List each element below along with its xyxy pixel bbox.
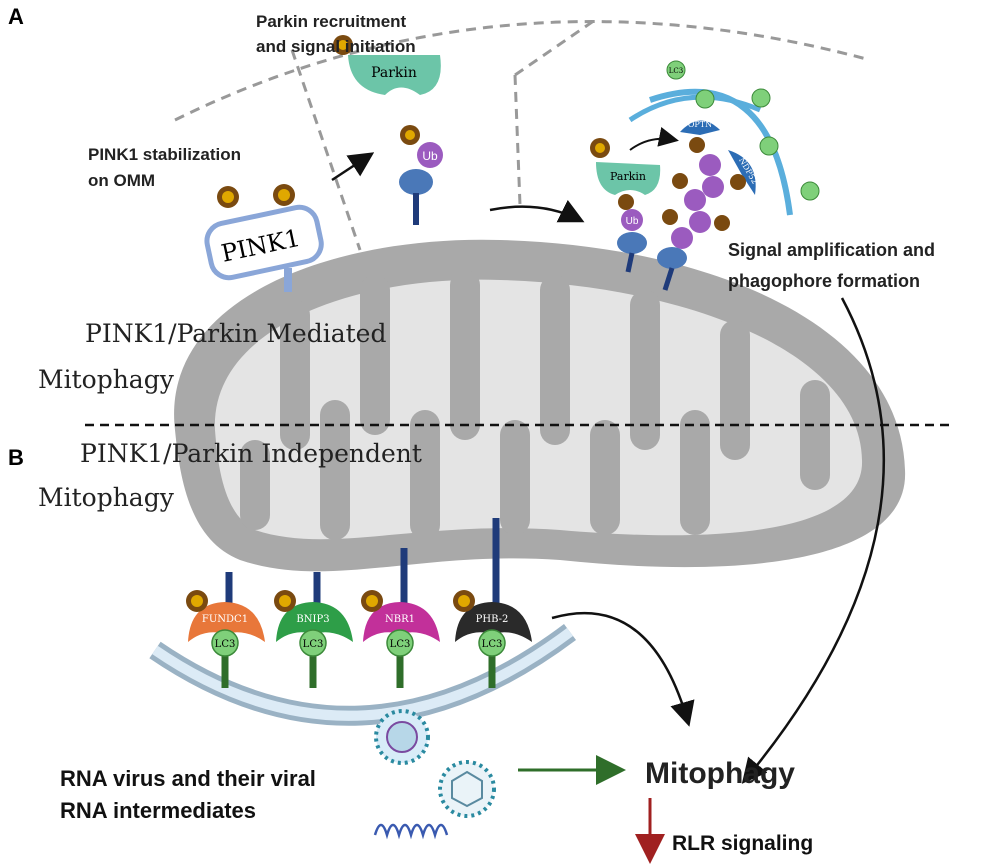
virus-icon xyxy=(374,709,496,818)
panel-b-label: B xyxy=(8,445,24,470)
section-a-title-line1: PINK1/Parkin Mediated xyxy=(85,319,386,348)
receptor-label: FUNDC1 xyxy=(202,614,248,625)
rna-strand-icon xyxy=(373,823,449,840)
step3-line1: Signal amplification and xyxy=(728,240,935,260)
phosphate-core xyxy=(279,595,291,607)
receptor-cap xyxy=(188,602,265,642)
amplification-complex: Parkin OPTN NDP52 LC3 Ub xyxy=(590,60,820,291)
mitochondrion xyxy=(174,239,906,572)
lc3-icon xyxy=(299,629,327,657)
phosphate-core xyxy=(366,595,378,607)
lc3-icon xyxy=(478,629,506,657)
receptor-cap xyxy=(276,602,353,642)
receptor-label: NBR1 xyxy=(385,614,415,625)
virus-line1: RNA virus and their viral xyxy=(60,766,316,791)
curved-arrow-icon xyxy=(741,297,885,784)
rlr-signaling: RLR signaling xyxy=(672,832,813,855)
parkin-label: Parkin xyxy=(610,170,646,183)
section-b-title-line2: Mitophagy xyxy=(38,483,175,512)
zoom-guide-lines xyxy=(174,18,871,251)
ub-label: Ub xyxy=(626,216,639,227)
step3-line2: phagophore formation xyxy=(728,271,920,291)
lc3-label: LC3 xyxy=(390,639,411,650)
panel-a-label: A xyxy=(8,4,24,29)
phosphate-icon xyxy=(400,125,420,145)
phosphate-icon xyxy=(217,186,239,208)
receptor-label: PHB-2 xyxy=(476,614,509,625)
mitophagy-outcome: Mitophagy xyxy=(645,757,795,790)
lc3-label: LC3 xyxy=(482,639,503,650)
receptor-cap xyxy=(363,602,440,642)
curved-arrow-icon xyxy=(551,611,695,727)
phosphate-core xyxy=(458,595,470,607)
parkin-complex: Parkin Ub xyxy=(333,35,443,225)
lc3-label: LC3 xyxy=(215,639,236,650)
section-a-title-line2: Mitophagy xyxy=(38,365,175,394)
receptor-cap xyxy=(455,602,532,642)
ub-label: Ub xyxy=(422,149,438,163)
parkin-label: Parkin xyxy=(371,65,417,81)
cristae xyxy=(240,270,830,540)
step1-line2: on OMM xyxy=(88,171,155,190)
arrow-icon xyxy=(331,152,375,182)
lc3-label: LC3 xyxy=(669,67,683,75)
lc3-icon xyxy=(211,629,239,657)
phosphate-icon xyxy=(333,35,353,55)
phosphate-icon xyxy=(590,138,610,158)
section-b-title-line1: PINK1/Parkin Independent xyxy=(80,439,422,468)
optn-label: OPTN xyxy=(688,120,712,129)
phosphate-icon xyxy=(273,184,295,206)
lc3-icon xyxy=(386,629,414,657)
arrow-icon xyxy=(489,199,585,223)
step2-line1: Parkin recruitment xyxy=(256,12,407,31)
phosphate-core xyxy=(191,595,203,607)
receptor-label: BNIP3 xyxy=(296,614,329,625)
lc3-icons xyxy=(666,60,820,201)
pink1-complex: PINK1 xyxy=(204,184,324,292)
virus-line2: RNA intermediates xyxy=(60,798,256,823)
step2-line2: and signal initiation xyxy=(256,37,416,56)
step1-line1: PINK1 stabilization xyxy=(88,145,241,164)
lc3-label: LC3 xyxy=(303,639,324,650)
